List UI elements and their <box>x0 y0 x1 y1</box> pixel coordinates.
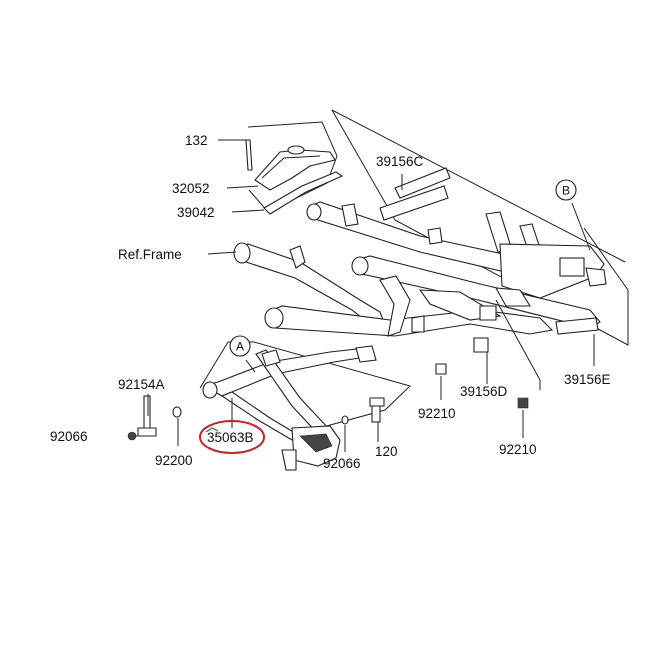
label-92210-mid: 92210 <box>418 406 456 421</box>
rear-subframe <box>264 201 607 337</box>
label-32052: 32052 <box>172 181 210 196</box>
label-39156e: 39156E <box>564 372 611 387</box>
part-labels: 132 32052 39042 Ref.Frame 39156C 92154A … <box>50 133 611 471</box>
label-39156d: 39156D <box>460 384 508 399</box>
label-120: 120 <box>375 444 398 459</box>
label-92066-left: 92066 <box>50 429 88 444</box>
callout-b-letter: B <box>562 184 570 198</box>
callout-a-letter: A <box>236 340 244 354</box>
highlight-mark <box>205 427 219 433</box>
label-92154a: 92154A <box>118 377 165 392</box>
leader-lines <box>136 139 595 452</box>
label-132: 132 <box>185 133 208 148</box>
label-92210-right: 92210 <box>499 442 537 457</box>
label-39042: 39042 <box>177 205 215 220</box>
highlight-circle <box>199 420 265 454</box>
callout-a: A <box>229 335 251 357</box>
fasteners <box>127 363 529 441</box>
label-92200: 92200 <box>155 453 193 468</box>
callout-b: B <box>555 179 577 201</box>
label-39156c: 39156C <box>376 154 424 169</box>
label-35063b: 35063B <box>207 430 254 445</box>
seat-bracket-assembly <box>245 139 344 215</box>
label-ref-frame: Ref.Frame <box>118 247 182 262</box>
label-92066-mid: 92066 <box>323 456 361 471</box>
shim-plates <box>379 167 599 353</box>
lower-frame <box>202 345 377 471</box>
